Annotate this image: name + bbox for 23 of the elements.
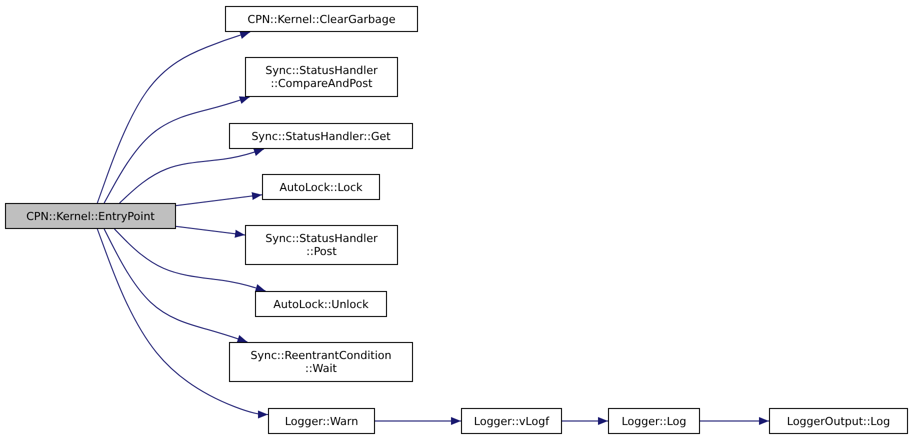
call-arrow [104, 96, 250, 204]
function-box: Sync::StatusHandler ::Post [245, 225, 398, 265]
selected-function-box: CPN::Kernel::EntryPoint [5, 203, 176, 229]
call-arrow [114, 228, 266, 292]
call-arrow [562, 417, 608, 425]
call-arrow [96, 228, 268, 418]
function-box: Sync::ReentrantCondition ::Wait [229, 342, 413, 382]
call-arrow [119, 148, 264, 204]
function-box: Logger::vLogf [461, 408, 562, 434]
call-arrow [700, 417, 770, 425]
function-box: Logger::Log [608, 408, 700, 434]
function-box: CPN::Kernel::ClearGarbage [225, 6, 418, 32]
call-arrow [96, 31, 251, 204]
function-box: AutoLock::Lock [262, 174, 380, 200]
function-box: Logger::Warn [268, 408, 375, 434]
function-box: Sync::StatusHandler::Get [229, 123, 413, 149]
function-box: Sync::StatusHandler ::CompareAndPost [245, 57, 398, 97]
function-box: LoggerOutput::Log [769, 408, 908, 434]
call-arrow [176, 226, 246, 238]
call-arrow [374, 417, 462, 425]
call-arrow [104, 228, 248, 343]
function-box: AutoLock::Unlock [255, 291, 387, 317]
call-arrow [176, 192, 262, 206]
